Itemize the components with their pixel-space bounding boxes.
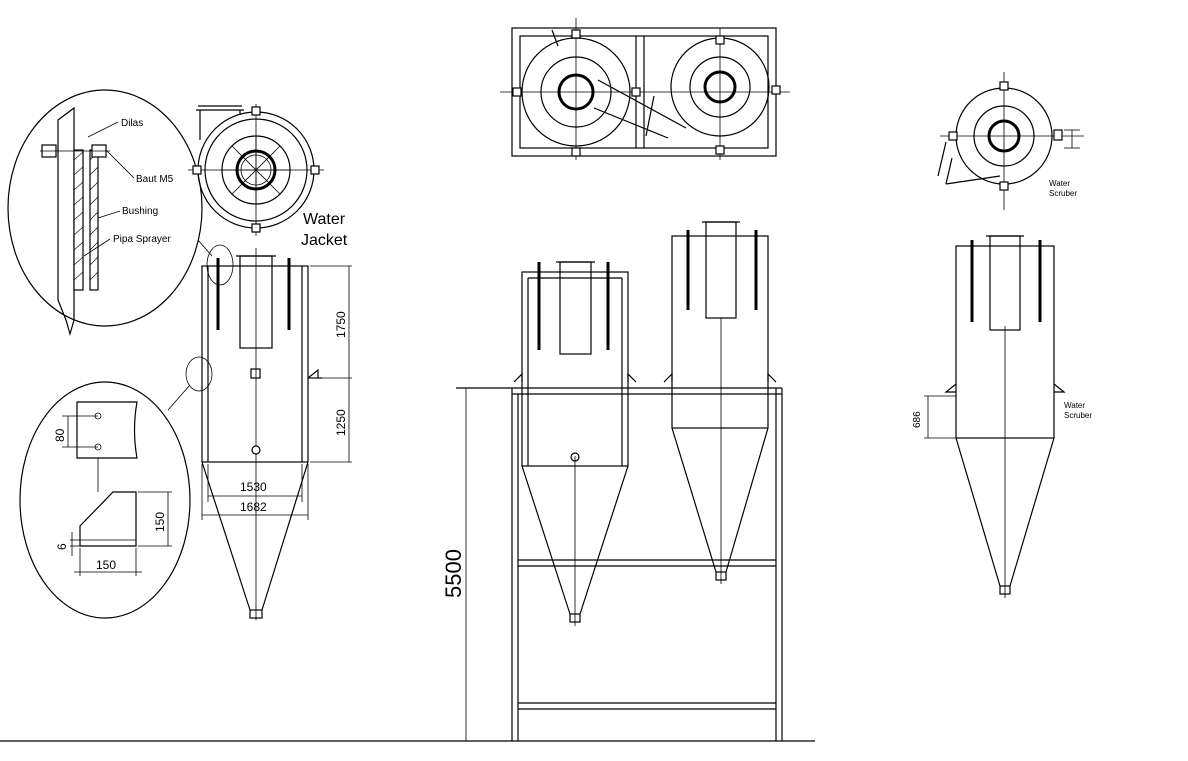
water-scruber-top-2: Scruber xyxy=(1049,189,1077,198)
middle-top-view xyxy=(500,18,790,160)
dim-1750: 1750 xyxy=(334,311,348,338)
water-jacket-label-1: Water xyxy=(303,211,346,228)
callout-bushing: Bushing xyxy=(122,206,158,217)
dim-1530: 1530 xyxy=(240,480,267,494)
water-jacket-label-2: Jacket xyxy=(301,232,348,249)
dim-686: 686 xyxy=(912,411,923,428)
left-side-view: 1750 1250 1530 1682 xyxy=(185,244,352,620)
water-scruber-top-1: Water xyxy=(1049,179,1070,188)
dim-1682: 1682 xyxy=(240,500,267,514)
bracket-detail: 80 150 150 6 xyxy=(19,381,191,619)
callout-pipa-sprayer: Pipa Sprayer xyxy=(113,234,171,245)
sprayer-detail: Dilas Baut M5 Bushing Pipa Sprayer xyxy=(7,89,203,337)
dim-150-v: 150 xyxy=(153,512,167,532)
right-top-view: Water Scruber xyxy=(937,72,1084,210)
dim-6: 6 xyxy=(55,543,69,550)
right-side-view: 686 Water Scruber xyxy=(912,235,1092,598)
dim-80: 80 xyxy=(53,428,67,442)
callout-dilas: Dilas xyxy=(121,118,143,129)
callout-baut: Baut M5 xyxy=(136,174,174,185)
water-scruber-side-2: Scruber xyxy=(1064,411,1092,420)
dim-1250: 1250 xyxy=(334,409,348,436)
left-top-view: Water Jacket xyxy=(188,104,348,249)
middle-side-view: 5500 xyxy=(441,221,783,741)
dim-5500: 5500 xyxy=(441,549,466,598)
water-scruber-side-1: Water xyxy=(1064,401,1085,410)
dim-150-h: 150 xyxy=(96,558,116,572)
